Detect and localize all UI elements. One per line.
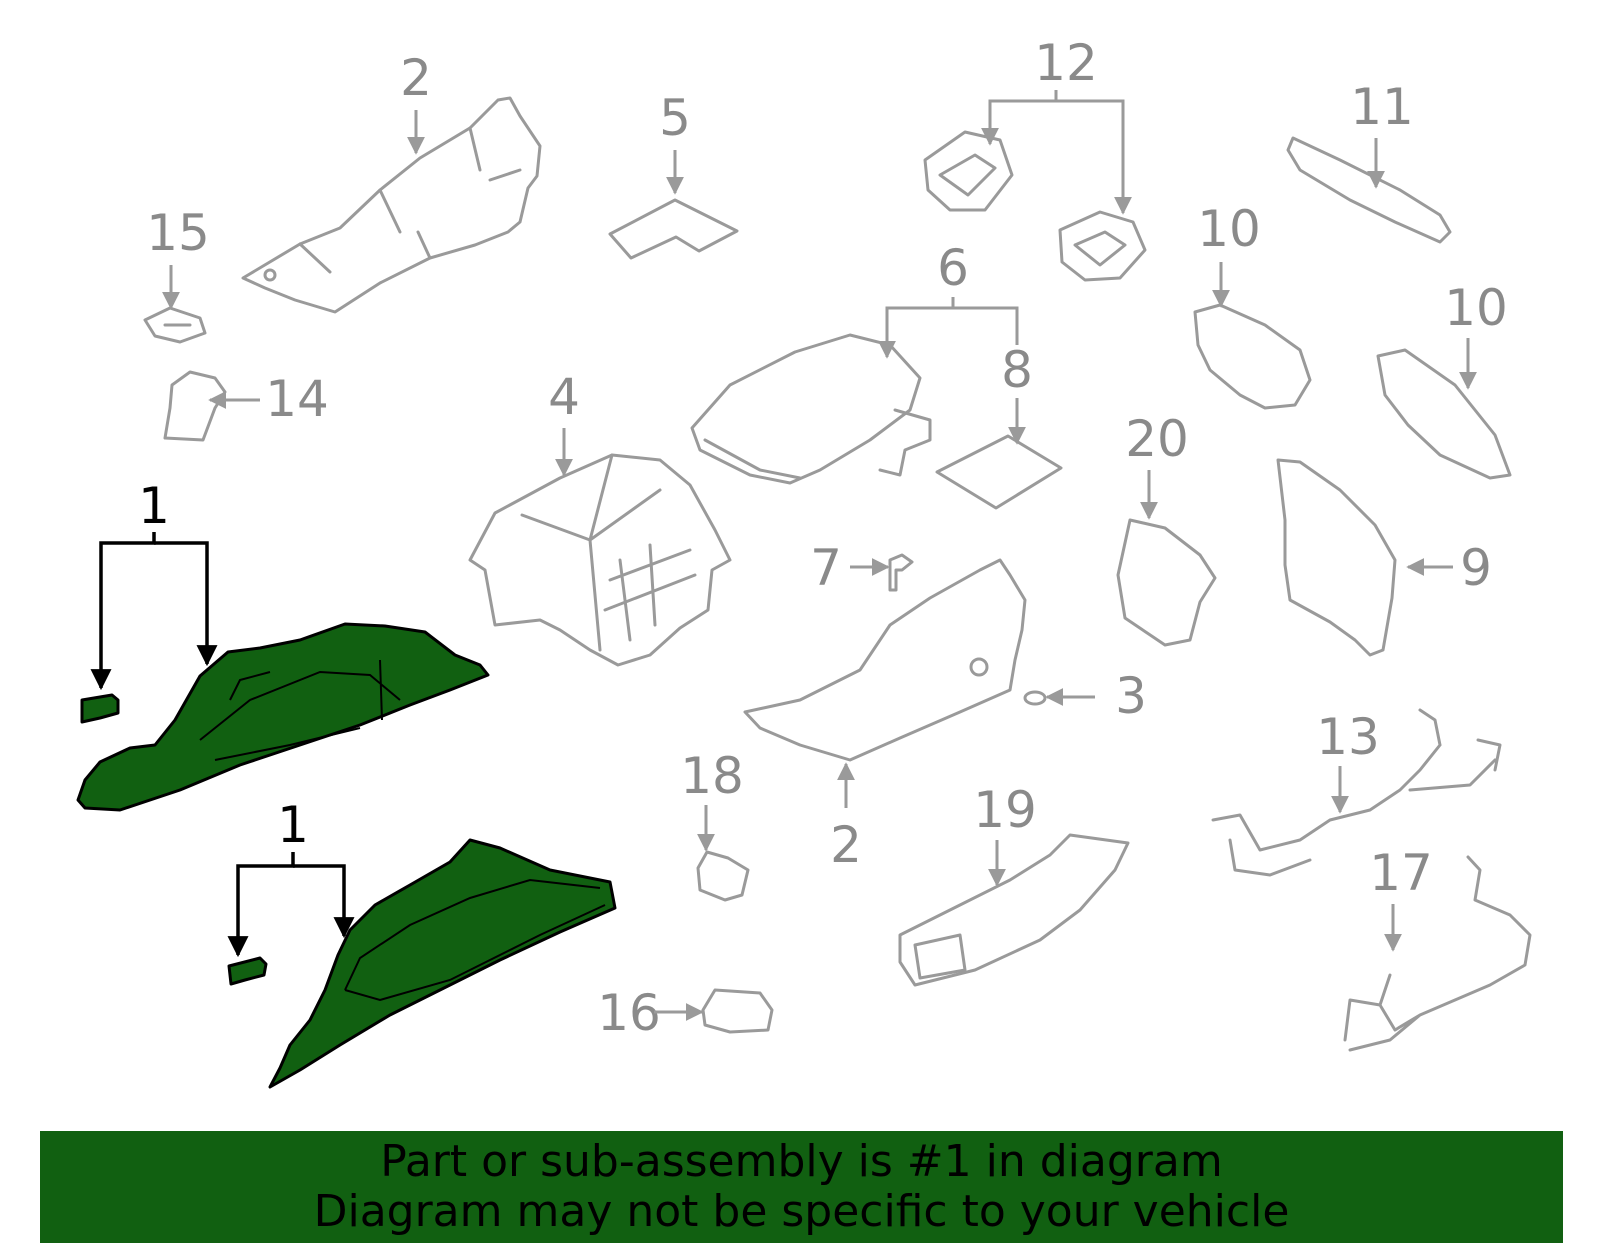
part-8-pad — [935, 434, 1063, 510]
callout-10-right: 10 — [1444, 279, 1508, 337]
part-9-side-panel — [1276, 458, 1397, 657]
callout-3: 3 — [1115, 667, 1147, 725]
part-1-upper-cover — [76, 622, 490, 812]
callout-11: 11 — [1350, 78, 1414, 136]
callout-13: 13 — [1316, 708, 1380, 766]
callout-labels: 2 5 12 11 15 10 6 10 14 8 4 20 1 7 9 3 1… — [138, 34, 1508, 1042]
callout-9: 9 — [1460, 539, 1492, 597]
part-6-armrest-lid — [690, 333, 932, 485]
highlight-leaders — [90, 532, 355, 958]
part-2-lower-panel — [743, 558, 1027, 762]
part-16-clip — [701, 988, 774, 1034]
part-10-right-bezel — [1376, 348, 1512, 480]
callout-16: 16 — [597, 984, 661, 1042]
part-1-highlighted — [76, 622, 617, 1089]
callout-1-lower: 1 — [277, 796, 309, 854]
callout-2-top: 2 — [400, 49, 432, 107]
part-1-lower-cover — [268, 838, 617, 1089]
banner-line-1: Part or sub-assembly is #1 in diagram — [380, 1136, 1223, 1187]
callout-12: 12 — [1034, 34, 1098, 92]
part-7-screw — [888, 553, 914, 592]
banner-line-2: Diagram may not be specific to your vehi… — [313, 1186, 1290, 1237]
part-4-console-box — [468, 453, 732, 667]
callout-10-left: 10 — [1197, 200, 1261, 258]
part-14-duct — [163, 370, 227, 442]
part-11-bracket — [1286, 136, 1452, 244]
grey-parts — [143, 96, 1532, 1052]
callout-17: 17 — [1369, 844, 1433, 902]
info-banner: Part or sub-assembly is #1 in diagram Di… — [40, 1131, 1563, 1243]
callout-18: 18 — [680, 747, 744, 805]
part-5-pad — [608, 198, 739, 260]
part-2-upper-panel — [241, 96, 542, 314]
callout-6: 6 — [937, 239, 969, 297]
part-17-harness — [1343, 855, 1532, 1052]
part-3-grommet — [1023, 690, 1047, 706]
callout-4: 4 — [548, 368, 580, 426]
callout-7: 7 — [810, 539, 842, 597]
part-10-left-bezel — [1193, 303, 1312, 410]
part-1-upper-clip — [80, 693, 120, 724]
part-20-bracket — [1116, 518, 1217, 647]
part-12-vents — [923, 130, 1147, 282]
callout-1-upper: 1 — [138, 477, 170, 535]
part-15-clip — [143, 306, 207, 344]
callout-20: 20 — [1125, 410, 1189, 468]
part-13-harness — [1211, 708, 1502, 877]
callout-2-bottom: 2 — [830, 816, 862, 874]
callout-15: 15 — [146, 204, 210, 262]
leader-lines — [162, 90, 1477, 1021]
part-19-duct — [898, 833, 1130, 987]
callout-19: 19 — [973, 781, 1037, 839]
callout-5: 5 — [659, 89, 691, 147]
part-18-cover — [696, 850, 750, 902]
callout-14: 14 — [265, 370, 329, 428]
callout-8: 8 — [1001, 341, 1033, 399]
part-1-lower-clip — [227, 956, 268, 986]
